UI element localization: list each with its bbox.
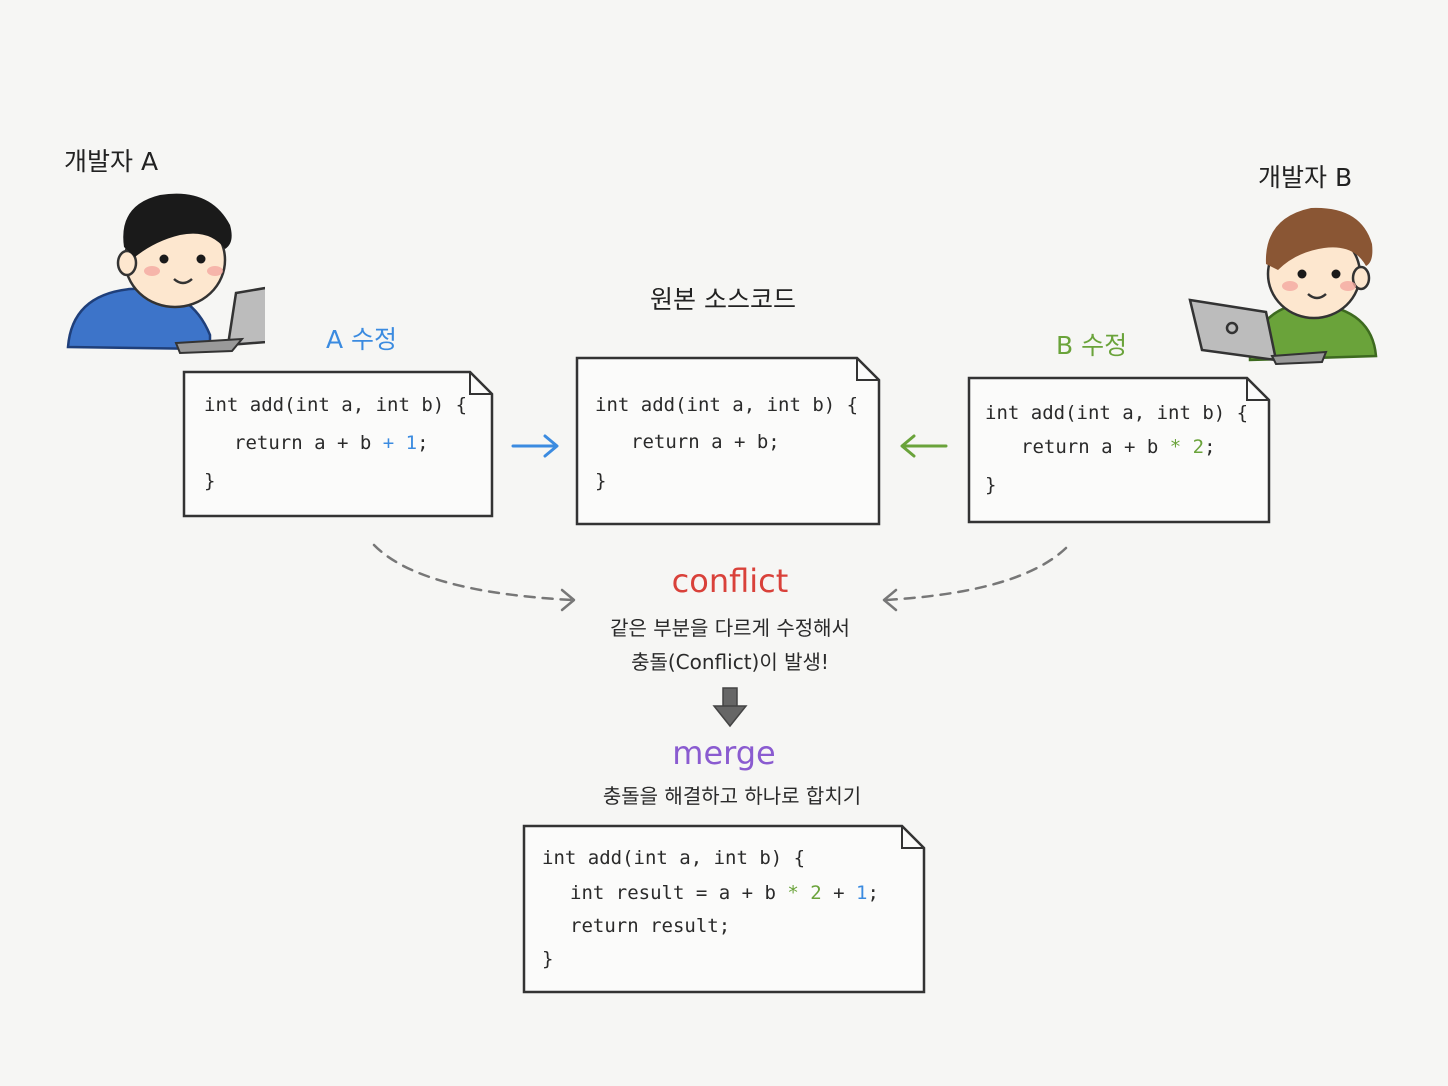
code-line: } xyxy=(542,948,554,970)
code-change-highlight: + 1 xyxy=(382,432,418,454)
conflict-description-line1: 같은 부분을 다르게 수정해서 xyxy=(610,616,850,640)
code-line: return a + b * 2; xyxy=(1021,436,1216,458)
dashed-arrow-b-to-conflict xyxy=(882,546,1068,612)
code-doc-a: int add(int a, int b) { return a + b + 1… xyxy=(182,370,494,518)
code-text: ; xyxy=(1204,436,1216,458)
doc-frame xyxy=(522,824,926,994)
code-line: int add(int a, int b) { xyxy=(204,394,468,416)
change-a-label: A 수정 xyxy=(326,325,398,354)
doc-frame xyxy=(575,356,881,526)
code-change-highlight-b: * 2 xyxy=(787,882,822,904)
doc-frame xyxy=(967,376,1271,524)
doc-frame xyxy=(182,370,494,518)
code-line: int add(int a, int b) { xyxy=(985,402,1249,424)
code-line: return result; xyxy=(570,915,731,937)
arrow-a-to-original xyxy=(511,434,559,458)
conflict-description-line2: 충돌(Conflict)이 발생! xyxy=(631,650,829,674)
code-line: } xyxy=(595,470,607,492)
code-text: + xyxy=(833,882,845,904)
code-doc-original: int add(int a, int b) { return a + b; } xyxy=(575,356,881,526)
merge-title: merge xyxy=(672,734,776,772)
code-text: return a + b xyxy=(1021,436,1159,458)
code-doc-merged: int add(int a, int b) { int result = a +… xyxy=(522,824,927,994)
developer-b-illustration xyxy=(1188,207,1378,365)
code-line: int add(int a, int b) { xyxy=(542,847,806,869)
code-text: int result = a + b xyxy=(570,882,776,904)
code-line: return a + b; xyxy=(631,431,780,453)
down-arrow-icon xyxy=(712,687,748,728)
merge-description: 충돌을 해결하고 하나로 합치기 xyxy=(602,784,862,808)
conflict-title: conflict xyxy=(671,562,789,600)
developer-a-illustration xyxy=(66,193,265,355)
code-line: return a + b + 1; xyxy=(234,432,429,454)
dashed-arrow-a-to-conflict xyxy=(372,543,576,612)
code-line: int add(int a, int b) { xyxy=(595,394,859,416)
code-line: } xyxy=(985,474,997,496)
code-doc-b: int add(int a, int b) { return a + b * 2… xyxy=(967,376,1272,524)
code-text: return a + b xyxy=(234,432,372,454)
code-change-highlight: * 2 xyxy=(1169,436,1205,458)
code-change-highlight-a: 1 xyxy=(856,882,868,904)
original-title: 원본 소스코드 xyxy=(650,285,796,314)
code-line: int result = a + b * 2 + 1; xyxy=(570,882,879,904)
developer-a-label: 개발자 A xyxy=(64,147,159,176)
code-text: ; xyxy=(417,432,429,454)
arrow-b-to-original xyxy=(900,434,948,458)
change-b-label: B 수정 xyxy=(1056,331,1128,360)
developer-b-label: 개발자 B xyxy=(1258,163,1353,192)
code-text: ; xyxy=(867,882,879,904)
code-line: } xyxy=(204,470,216,492)
